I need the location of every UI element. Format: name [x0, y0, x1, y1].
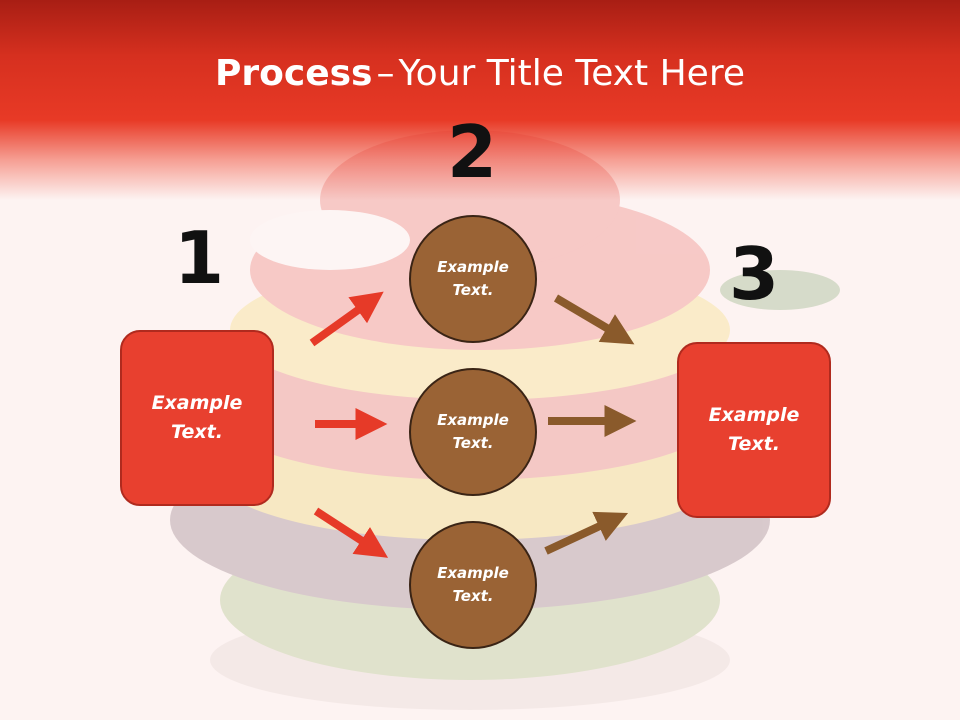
arrow-top-to-right	[553, 294, 635, 345]
left-box-line2: Text.	[171, 421, 223, 443]
title-banner	[0, 0, 960, 200]
left-box-line1: Example	[151, 392, 243, 414]
left-text-box: Example Text.	[120, 330, 274, 506]
circle-middle: Example Text.	[409, 368, 537, 496]
right-box-line2: Text.	[728, 433, 780, 455]
step-number-1: 1	[173, 216, 225, 300]
circle-top-line2: Text.	[452, 281, 494, 299]
circle-bottom-line1: Example	[437, 564, 509, 582]
circle-top: Example Text.	[409, 215, 537, 343]
right-text-box: Example Text.	[677, 342, 831, 518]
circle-top-line1: Example	[437, 258, 509, 276]
arrow-bottom-to-right	[544, 511, 629, 555]
circle-middle-line1: Example	[437, 411, 509, 429]
circle-middle-line2: Text.	[452, 434, 494, 452]
circle-bottom: Example Text.	[409, 521, 537, 649]
title-bold: Process	[214, 53, 373, 94]
slide-title: Process–Your Title Text Here	[0, 52, 960, 96]
arrow-left-to-top	[309, 291, 384, 347]
step-number-3: 3	[728, 232, 780, 316]
title-dash: –	[376, 53, 395, 94]
arrow-left-to-bottom	[313, 507, 389, 558]
step-number-2: 2	[446, 110, 498, 194]
right-box-line1: Example	[708, 404, 800, 426]
title-rest: Your Title Text Here	[398, 53, 745, 94]
circle-bottom-line2: Text.	[452, 587, 494, 605]
